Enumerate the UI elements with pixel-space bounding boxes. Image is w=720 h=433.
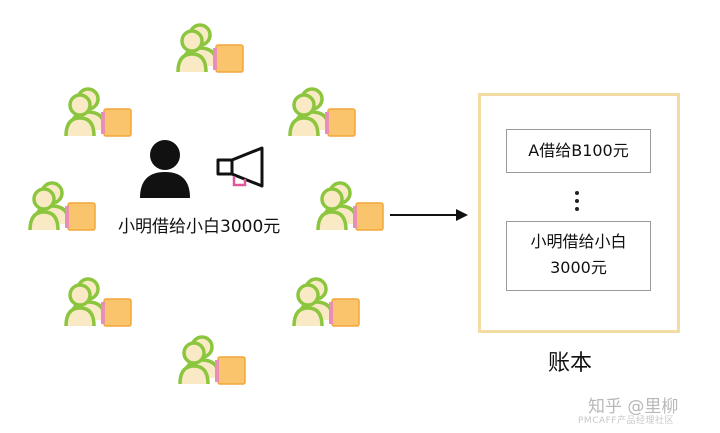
user-with-package-icon	[178, 335, 246, 385]
ledger-entry-line: 小明借给小白	[530, 232, 627, 251]
ellipsis-icon	[574, 191, 580, 215]
ledger-entry: A借给B100元	[506, 129, 651, 173]
arrow-right-icon	[390, 209, 468, 221]
ledger-title: 账本	[548, 351, 593, 376]
ledger-entry-text: A借给B100元	[528, 141, 629, 160]
person-silhouette-icon	[140, 140, 190, 198]
watermark: 知乎 @里柳	[588, 397, 679, 417]
watermark-sub: PMCAFF产品经理社区	[578, 416, 674, 426]
user-with-package-icon	[176, 23, 244, 73]
user-with-package-icon	[316, 181, 384, 231]
speaker-caption: 小明借给小白3000元	[118, 217, 281, 237]
user-with-package-icon	[28, 181, 96, 231]
user-with-package-icon	[64, 277, 132, 327]
ledger-entry: 小明借给小白 3000元	[506, 221, 651, 291]
ledger-box: A借给B100元 小明借给小白 3000元	[478, 93, 680, 333]
user-with-package-icon	[292, 277, 360, 327]
user-with-package-icon	[288, 87, 356, 137]
megaphone-icon	[216, 146, 264, 188]
ledger-entry-line: 3000元	[550, 258, 607, 277]
user-with-package-icon	[64, 87, 132, 137]
